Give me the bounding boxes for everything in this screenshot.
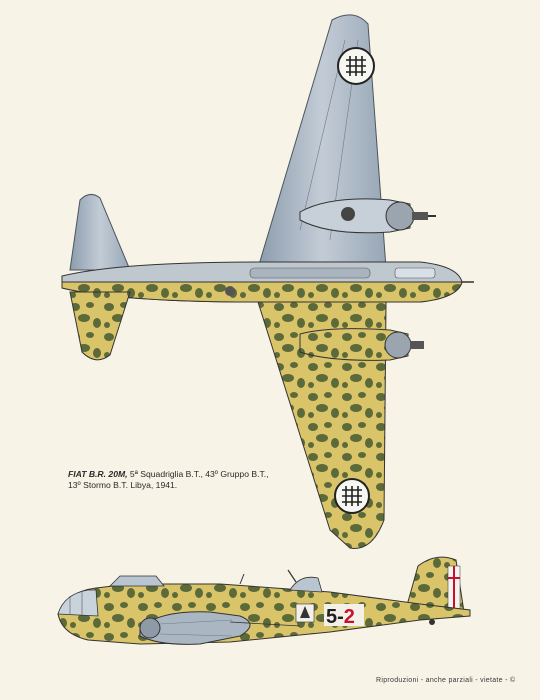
side-view: 5-2 bbox=[57, 556, 471, 645]
fuselage-code-left: 5 bbox=[326, 606, 337, 628]
squadron-badge bbox=[295, 603, 315, 623]
tailwheel bbox=[429, 619, 435, 625]
fuselage-side bbox=[57, 583, 471, 645]
engine-nacelle-lower bbox=[299, 328, 424, 361]
fasces-roundel-upper bbox=[337, 47, 375, 85]
dorsal-turret bbox=[289, 576, 323, 593]
tailplane-lower bbox=[69, 291, 131, 361]
caption-unit-line1: 5ª Squadriglia B.T., 43º Gruppo B.T., bbox=[127, 469, 269, 479]
fuselage-plan bbox=[61, 261, 474, 303]
copyright-footer: Riproduzioni - anche parziali - vietate … bbox=[376, 677, 516, 684]
cockpit-canopy bbox=[109, 575, 165, 587]
nose-glazing bbox=[57, 589, 99, 617]
tailplane-upper bbox=[69, 194, 131, 271]
fuselage-code-right: 2 bbox=[344, 606, 355, 628]
engine-nacelle-upper bbox=[299, 198, 436, 234]
caption-unit-line2: 13º Stormo B.T. Libya, 1941. bbox=[68, 480, 178, 490]
code-panel bbox=[324, 604, 364, 626]
plate-caption: FIAT B.R. 20M, 5ª Squadriglia B.T., 43º … bbox=[68, 469, 269, 491]
rudder-cross bbox=[447, 565, 461, 611]
svg-text:5-2: 5-2 bbox=[326, 606, 355, 628]
aircraft-type: FIAT B.R. 20M, bbox=[68, 469, 128, 479]
plan-view bbox=[61, 14, 474, 549]
engine-nacelle-side bbox=[139, 611, 251, 645]
fuselage-code-dash: - bbox=[337, 606, 344, 628]
fasces-roundel-lower bbox=[334, 478, 370, 514]
